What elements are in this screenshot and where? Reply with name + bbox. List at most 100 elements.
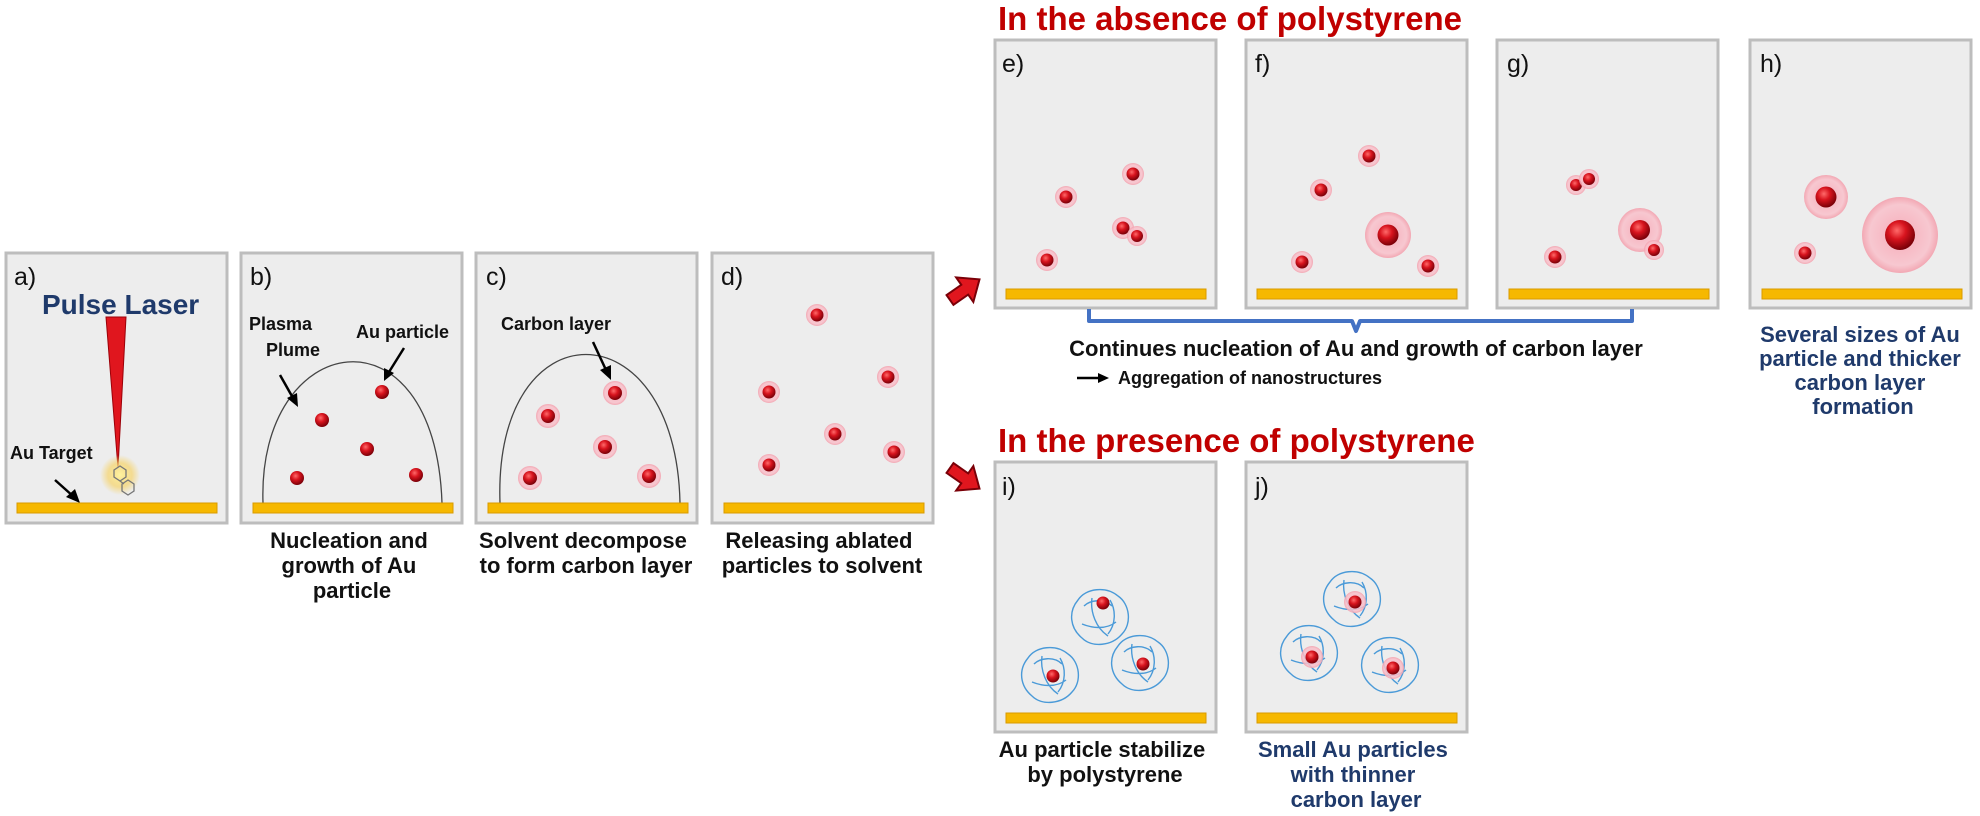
panel-f: f) [1244,38,1469,310]
panel-g-frame [1495,38,1720,310]
plume-arrowhead [287,393,298,407]
arrow-to-absence [945,276,981,307]
heading-presence: In the presence of polystyrene [998,422,1475,459]
caption-c: Solvent decompose to form carbon layer [479,528,693,578]
au-target-plate [1256,288,1458,300]
panel-e-frame [993,38,1218,310]
au-particle [608,386,622,400]
polystyrene-coated-particle [1323,571,1381,627]
au-particle [315,413,329,427]
polystyrene-coated-particle [1111,635,1169,691]
au-particle [1377,224,1399,246]
aggregation-arrowhead [1098,373,1109,383]
panel-h: h) Several sizes of Au particle and thic… [1748,38,1973,419]
au-particle [1131,230,1143,242]
panel-h-frame [1748,38,1973,310]
panel-j-label: j) [1254,473,1269,501]
efg-bracket [1087,309,1634,333]
plume-arrow [278,374,295,399]
panel-h-label: h) [1760,50,1782,78]
panel-d: d) Releasing ablated particles to solven… [710,251,935,578]
panel-c: c) Carbon layer Solvent decompose to for… [474,251,699,578]
au-particle [1295,255,1309,269]
carbon-layer-arrowhead [600,365,611,380]
panel-f-label: f) [1255,50,1270,78]
plasma-plume-outline [262,361,443,504]
plasma-label: Plasma [249,314,313,334]
panel-a-label: a) [14,263,36,291]
au-target-plate [1005,288,1207,300]
panel-j: j) Small Au particles with thinner carbo… [1244,460,1469,812]
polystyrene-coated-particle [1280,625,1338,681]
polystyrene-coated-particle [1021,647,1079,703]
au-target-plate [487,502,689,514]
panel-b: b) Plasma Plume Au particle Nucleation a… [239,251,464,603]
au-particle [881,370,895,384]
au-particle [1116,221,1130,235]
au-particle [1885,220,1915,250]
panel-i-label: i) [1002,473,1016,501]
panel-e: e) [993,38,1218,310]
au-target-plate [1005,712,1207,724]
polystyrene-coated-particle [1071,589,1129,645]
au-particle [762,385,776,399]
caption-j: Small Au particles with thinner carbon l… [1258,737,1454,812]
au-target-plate [1761,288,1963,300]
caption-i: Au particle stabilize by polystyrene [999,737,1212,787]
au-target-arrowhead [66,489,80,503]
au-particle [810,308,824,322]
au-particle [1548,250,1562,264]
au-particle [290,471,304,485]
caption-efg-sub: Aggregation of nanostructures [1118,368,1382,388]
au-particle [1630,220,1650,240]
carbon-layer-label: Carbon layer [501,314,611,334]
heading-absence: In the absence of polystyrene [998,0,1462,37]
carbon-layer-arrow [591,341,608,371]
panel-c-frame [474,251,699,525]
au-particle [887,445,901,459]
laser-beam [105,316,127,469]
au-particle [1421,259,1435,273]
panel-d-label: d) [721,263,743,291]
panel-d-frame [710,251,935,525]
au-particle-label: Au particle [356,322,449,342]
panel-b-label: b) [250,263,272,291]
panel-b-frame [239,251,464,525]
panel-g-label: g) [1507,50,1529,78]
au-target-plate [16,502,218,514]
au-target-plate [252,502,454,514]
au-particle [1362,149,1376,163]
arrow-to-presence [945,461,981,492]
caption-h: Several sizes of Au particle and thicker… [1759,322,1967,419]
au-particle [360,442,374,456]
au-target-plate [1256,712,1458,724]
au-particle [642,469,656,483]
au-particle [762,458,776,472]
panel-g: g) [1495,38,1720,310]
au-particle [409,468,423,482]
pulse-laser-label: Pulse Laser [42,289,199,320]
au-particle [598,440,612,454]
au-particle [1314,183,1328,197]
au-target-plate [1508,288,1710,300]
au-particle [375,385,389,399]
molecule-icon [113,465,135,496]
plume-label: Plume [266,340,320,360]
caption-b: Nucleation and growth of Au particle [270,528,434,603]
plasma-plume-outline [499,354,681,504]
au-particle [1570,179,1582,191]
laser-spot-glow [100,455,140,495]
au-particle [1040,253,1054,267]
au-particle-arrow [387,347,406,373]
au-particle [1059,190,1073,204]
au-particle [1126,167,1140,181]
au-particle [541,409,555,423]
panel-i: i) Au particle stabilize by polystyrene [993,460,1218,787]
au-target-label: Au Target [10,443,93,463]
au-particle-arrowhead [384,368,394,381]
au-particle [523,471,537,485]
au-particle [828,427,842,441]
au-particle [1648,244,1660,256]
polystyrene-coated-particle [1361,637,1419,693]
panel-c-label: c) [486,263,507,291]
